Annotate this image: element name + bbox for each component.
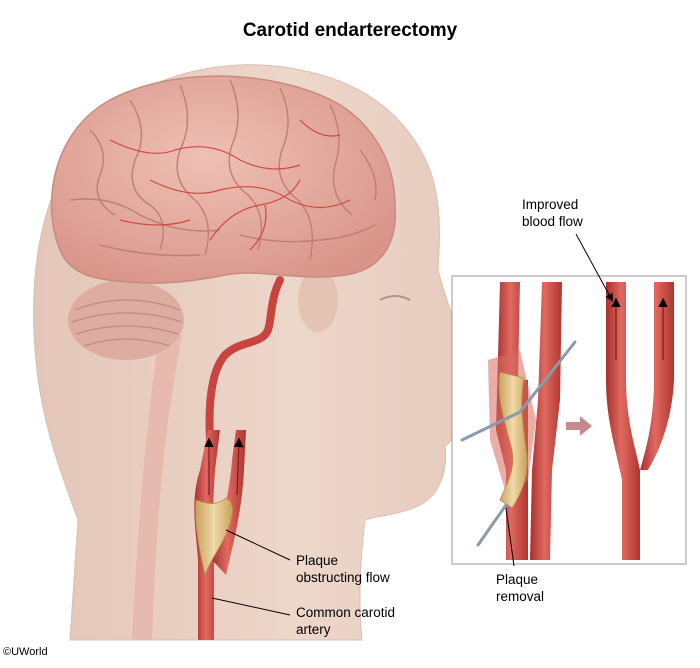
- label-line: Plaque: [296, 553, 339, 568]
- label-improved-blood-flow: Improved blood flow: [522, 196, 583, 230]
- label-line: Common carotid: [296, 605, 396, 620]
- label-line: artery: [296, 622, 331, 637]
- cerebellum: [68, 280, 184, 360]
- label-common-carotid-artery: Common carotid artery: [296, 604, 395, 638]
- neck-carotid: [194, 430, 246, 640]
- diagram-title: Carotid endarterectomy: [242, 20, 458, 41]
- label-line: removal: [496, 589, 545, 604]
- label-line: blood flow: [522, 214, 583, 229]
- label-line: obstructing flow: [296, 570, 390, 585]
- label-plaque-obstructing-flow: Plaque obstructing flow: [296, 552, 390, 586]
- cerebellum-folds: [71, 299, 183, 347]
- inset-repaired-artery: [606, 282, 674, 560]
- internal-carotid-artery: [205, 276, 284, 444]
- brain-gyri: [69, 79, 377, 261]
- inset-open-artery: [460, 282, 577, 560]
- spinal-cord: [132, 330, 182, 640]
- transition-arrow: [566, 416, 592, 436]
- label-line: Improved: [522, 197, 579, 212]
- copyright: ©UWorld: [3, 646, 48, 658]
- label-line: Plaque: [496, 572, 539, 587]
- brain-vessels: [109, 119, 351, 251]
- label-plaque-removal: Plaque removal: [496, 571, 544, 605]
- eye: [379, 295, 411, 301]
- leader-lines: [211, 233, 613, 616]
- inset-panel: [451, 275, 687, 565]
- brain: [50, 75, 397, 284]
- ear: [298, 268, 338, 332]
